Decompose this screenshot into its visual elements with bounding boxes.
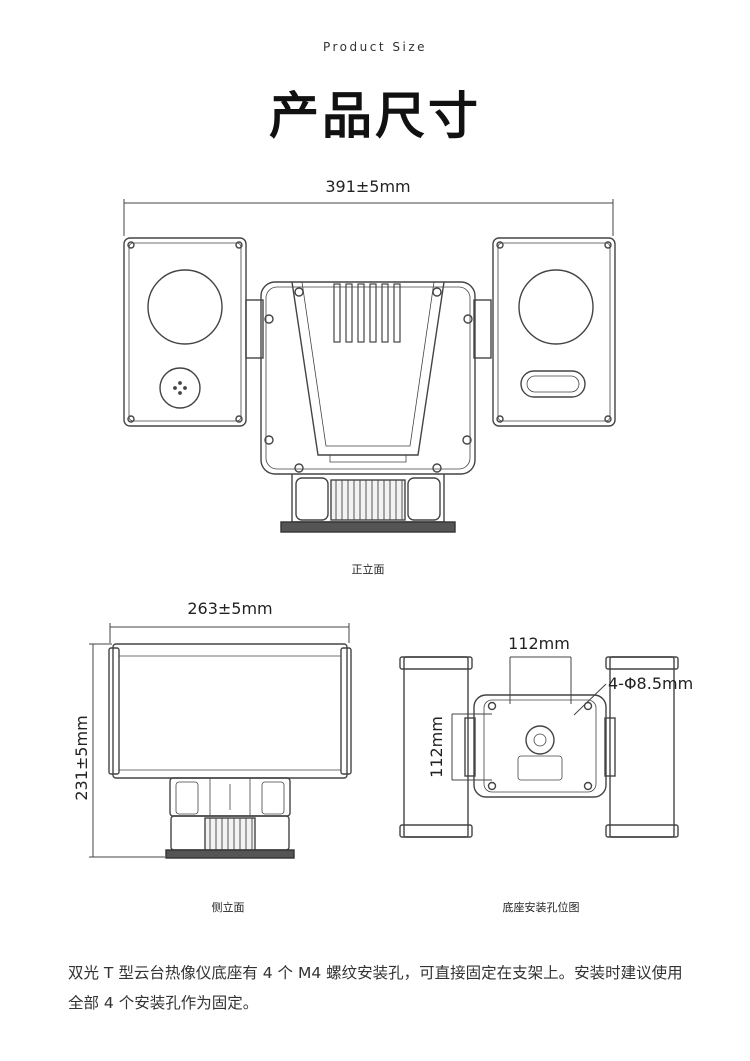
side-view-label: 侧立面 [212, 900, 245, 914]
installation-description: 双光 T 型云台热像仪底座有 4 个 M4 螺纹安装孔，可直接固定在支架上。安装… [68, 964, 683, 1012]
bottom-height-dimension: 112mm [427, 716, 446, 778]
front-width-dimension: 391±5mm [325, 177, 410, 196]
front-view-drawing [123, 199, 616, 533]
hole-diameter-dimension: 4-Φ8.5mm [608, 674, 693, 693]
bottom-width-dimension: 112mm [508, 634, 570, 653]
page-title: 产品尺寸 [269, 87, 481, 145]
side-height-dimension: 231±5mm [72, 715, 91, 800]
bottom-view-label: 底座安装孔位图 [503, 900, 580, 914]
front-view-label: 正立面 [352, 562, 385, 576]
side-width-dimension: 263±5mm [187, 599, 272, 618]
bottom-view-drawing [399, 656, 679, 838]
section-subtitle: Product Size [322, 40, 427, 54]
side-view-drawing [89, 623, 352, 859]
